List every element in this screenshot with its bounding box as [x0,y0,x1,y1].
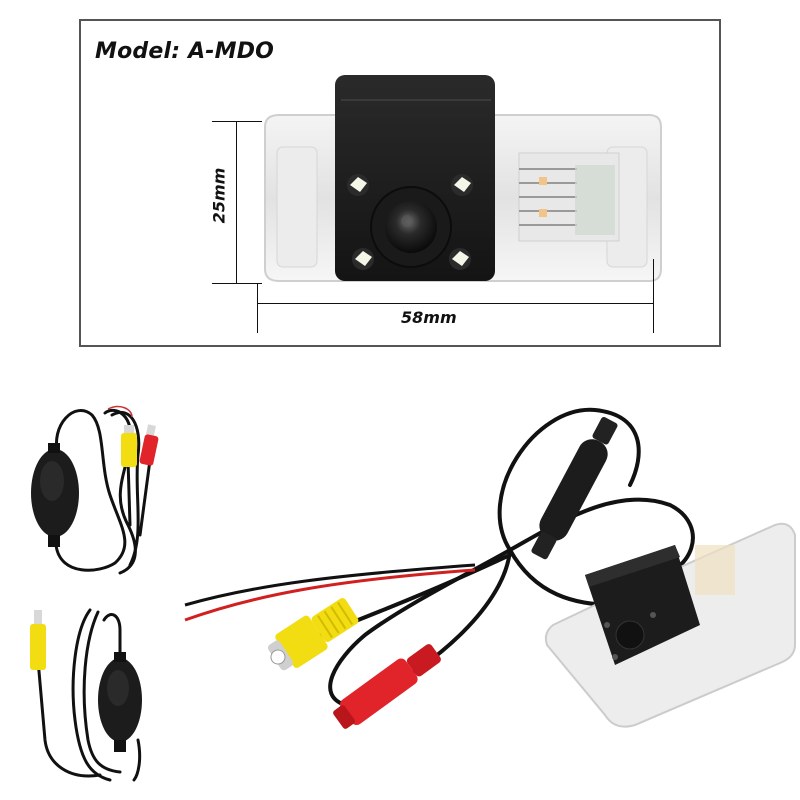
width-dimension-label: 58mm [401,308,457,327]
width-dimension-tick-right [653,259,654,333]
wireless-transmitter-kit [31,405,159,575]
height-dimension-tick-top [212,121,262,122]
height-dimension-tick-bottom [212,283,262,284]
camera-module-front-view [264,75,662,282]
camera-with-cable-assembly [184,407,796,729]
spec-panel: Model: A-MDO [79,19,721,347]
height-dimension-label: 25mm [209,167,229,224]
height-dimension-line [236,121,237,283]
width-dimension-tick-left [257,283,258,333]
model-label: Model: A-MDO [95,39,275,64]
wireless-receiver-kit [30,608,142,782]
width-dimension-line [257,303,653,304]
